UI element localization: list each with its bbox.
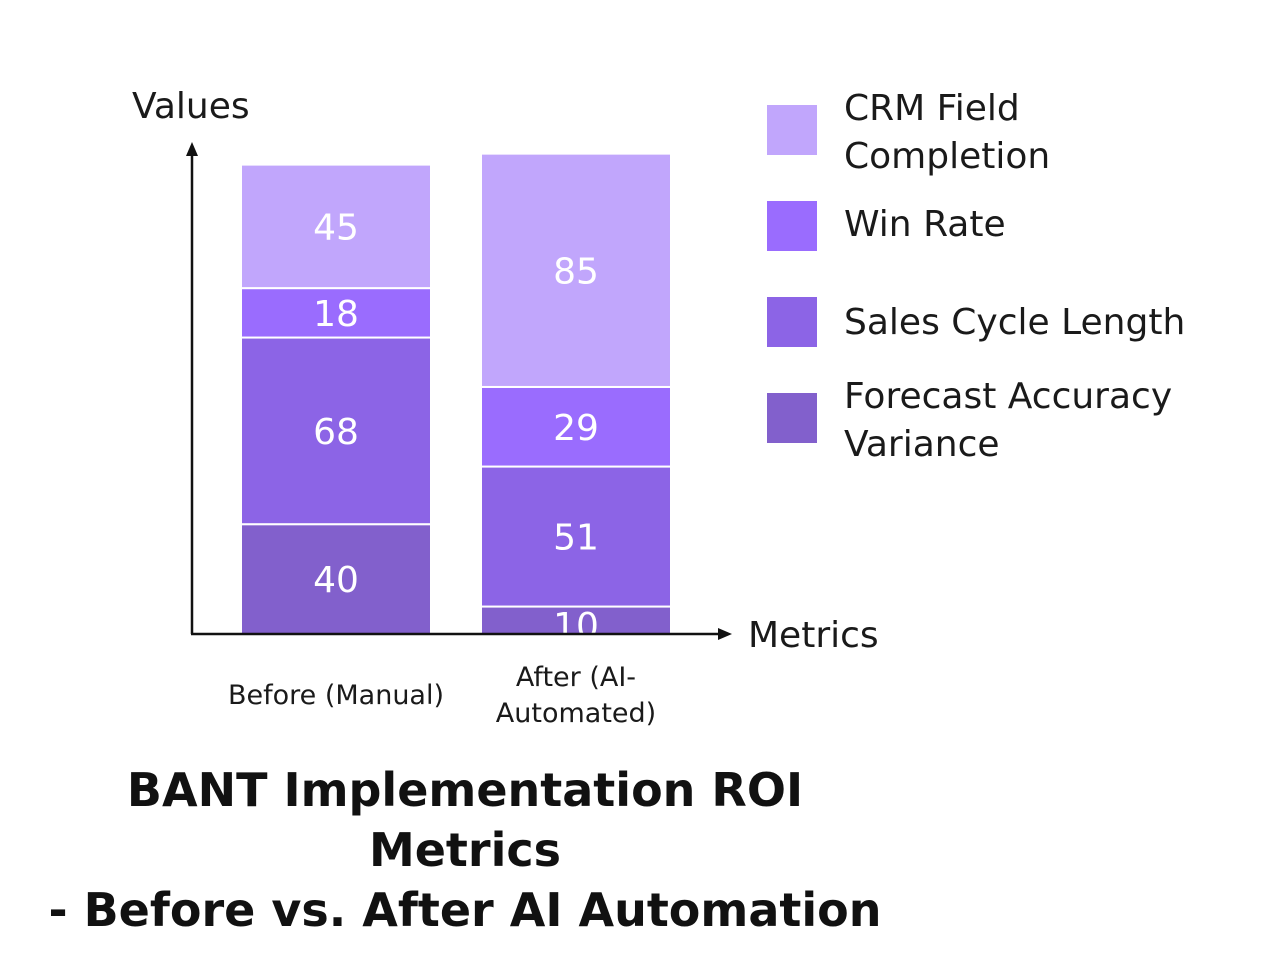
x-axis-label: Metrics	[748, 615, 879, 656]
y-axis-arrow	[186, 142, 198, 156]
category-label-line: After (AI-	[515, 662, 637, 693]
legend-label: CRM Field Completion	[844, 88, 1051, 177]
bars-group: 40 68 18 45 10 51 29 85	[240, 152, 672, 647]
bar-value-label: 85	[553, 251, 599, 292]
axes-group	[186, 142, 732, 640]
legend-swatch	[767, 105, 817, 155]
legend-label: Sales Cycle Length	[844, 302, 1186, 343]
category-label-after: After (AI- Automated)	[456, 660, 696, 732]
legend-swatch	[767, 393, 817, 443]
category-label-line: Before (Manual)	[227, 680, 445, 711]
legend-label: Win Rate	[844, 204, 1006, 245]
bar-value-label: 51	[553, 518, 599, 559]
chart-title-line: - Before vs. After AI Automation	[48, 883, 882, 937]
bar-segment	[240, 523, 432, 634]
bar-segment	[480, 605, 672, 634]
bar-value-label: 18	[313, 294, 359, 335]
legend-swatch	[767, 297, 817, 347]
category-label-before: Before (Manual)	[216, 678, 456, 714]
bar-segment	[480, 152, 672, 388]
bar-value-label: 68	[313, 412, 359, 453]
chart-title: BANT Implementation ROI Metrics - Before…	[40, 760, 890, 940]
bar-segment	[480, 465, 672, 608]
bar-segment	[240, 163, 432, 290]
legend-label: Forecast Accuracy Variance	[844, 376, 1173, 465]
legend-swatch	[767, 201, 817, 251]
bar-value-label: 40	[313, 560, 359, 601]
category-label-line: Automated)	[495, 698, 657, 729]
bar-value-label: 10	[553, 606, 599, 647]
chart-title-line: BANT Implementation ROI Metrics	[126, 763, 804, 877]
y-axis-label: Values	[132, 86, 250, 127]
x-axis-arrow	[718, 628, 732, 640]
bar-segment	[240, 336, 432, 526]
bar-value-label: 45	[313, 207, 359, 248]
bar-value-label: 29	[553, 408, 599, 449]
bar-segment	[480, 385, 672, 468]
